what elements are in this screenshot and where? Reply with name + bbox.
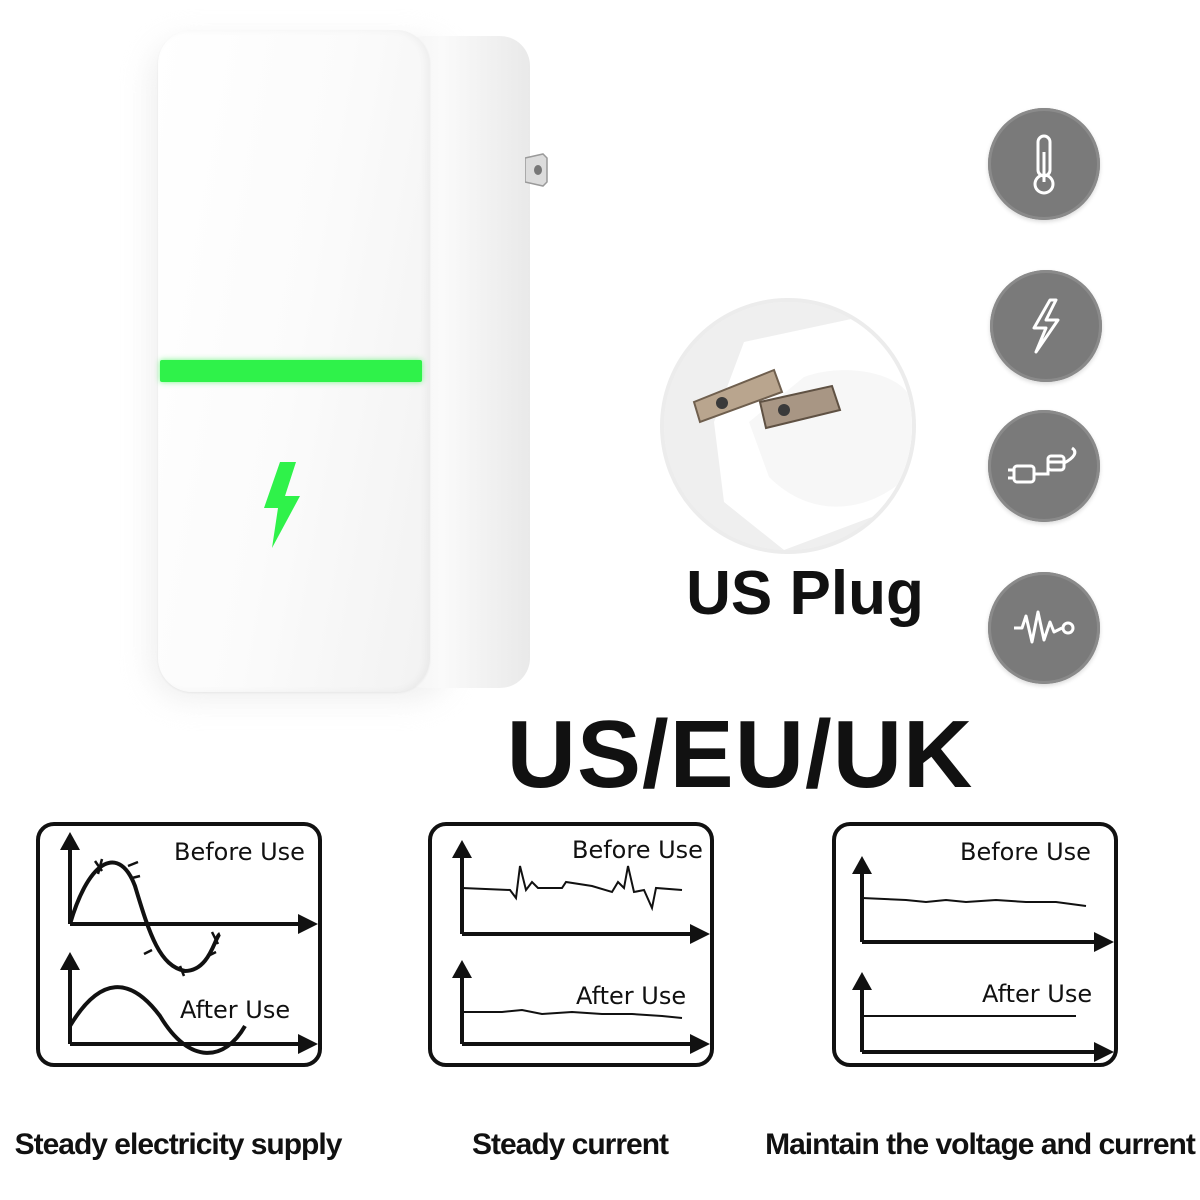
region-title: US/EU/UK bbox=[506, 701, 974, 808]
after-use-label: After Use bbox=[576, 982, 687, 1010]
steady-supply-graph bbox=[60, 832, 318, 1055]
steady-current-graph bbox=[452, 840, 710, 1054]
graph-panel-2: Before Use After Use bbox=[428, 822, 714, 1067]
plug-type-title: US Plug bbox=[686, 559, 924, 628]
indicator-light-bar bbox=[160, 360, 422, 382]
lightning-bolt-icon bbox=[264, 462, 300, 548]
caption-steady-supply: Steady electricity supply bbox=[14, 1128, 343, 1161]
us-plug-closeup bbox=[660, 298, 916, 554]
before-use-label: Before Use bbox=[174, 838, 305, 866]
graph-panel-3: Before Use After Use bbox=[832, 822, 1118, 1067]
caption-steady-current: Steady current bbox=[471, 1128, 669, 1161]
waveform-icon bbox=[1014, 610, 1075, 644]
side-prong bbox=[525, 153, 548, 187]
after-use-label: After Use bbox=[982, 980, 1093, 1008]
feature-waveform bbox=[988, 572, 1100, 684]
graph-panel-1: Before Use After Use bbox=[36, 822, 322, 1067]
lightning-icon bbox=[1032, 298, 1060, 354]
plug-connector-icon bbox=[1008, 446, 1077, 484]
caption-maintain-voltage: Maintain the voltage and current bbox=[765, 1128, 1196, 1161]
before-use-label: Before Use bbox=[572, 836, 703, 864]
voltage-current-graph bbox=[852, 856, 1114, 1062]
after-use-label: After Use bbox=[180, 996, 291, 1024]
feature-lightning bbox=[990, 270, 1102, 382]
before-use-label: Before Use bbox=[960, 838, 1091, 866]
thermometer-icon bbox=[1033, 134, 1055, 195]
feature-plug-connector bbox=[988, 410, 1100, 522]
feature-thermometer bbox=[988, 108, 1100, 220]
